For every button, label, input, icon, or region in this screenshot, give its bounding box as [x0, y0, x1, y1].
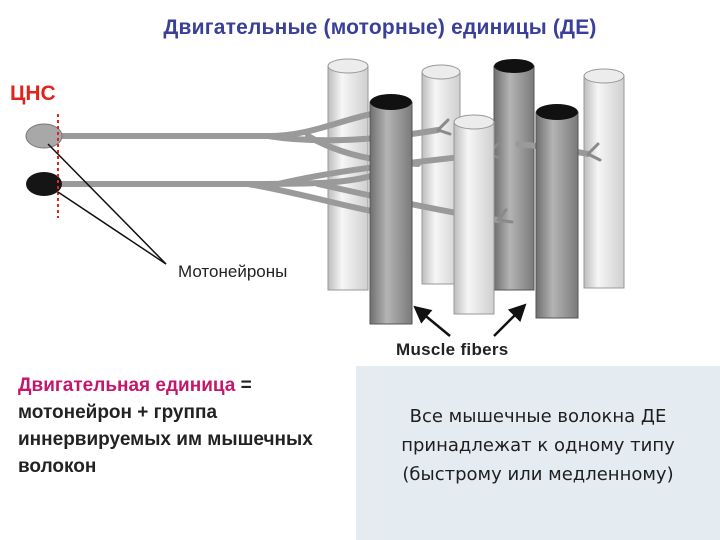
- cns-label: ЦНС: [10, 82, 56, 105]
- motoneuron-dark: [26, 172, 62, 196]
- slide-title: Двигательные (моторные) единицы (ДЕ): [163, 16, 597, 39]
- motor-unit-definition: Двигательная единица = мотонейрон + груп…: [18, 372, 346, 480]
- note-panel: Все мышечные волокна ДЕ принадлежат к од…: [356, 366, 720, 540]
- muscle-fibers-front: [369, 94, 579, 325]
- motoneurons-label: Мотонейроны: [178, 262, 288, 281]
- definition-term: Двигательная единица: [18, 375, 236, 396]
- definition-equals: =: [235, 375, 252, 396]
- note-text: Все мышечные волокна ДЕ принадлежат к од…: [401, 406, 675, 485]
- muscle-fibers-label: Muscle fibers: [396, 340, 509, 359]
- muscle-fiber-arrows: [413, 303, 527, 337]
- motoneuron-light: [25, 123, 63, 149]
- motor-unit-diagram: [18, 44, 658, 366]
- motoneuron-pointers: [47, 143, 167, 265]
- definition-body: мотонейрон + группа иннервируемых им мыш…: [18, 402, 313, 477]
